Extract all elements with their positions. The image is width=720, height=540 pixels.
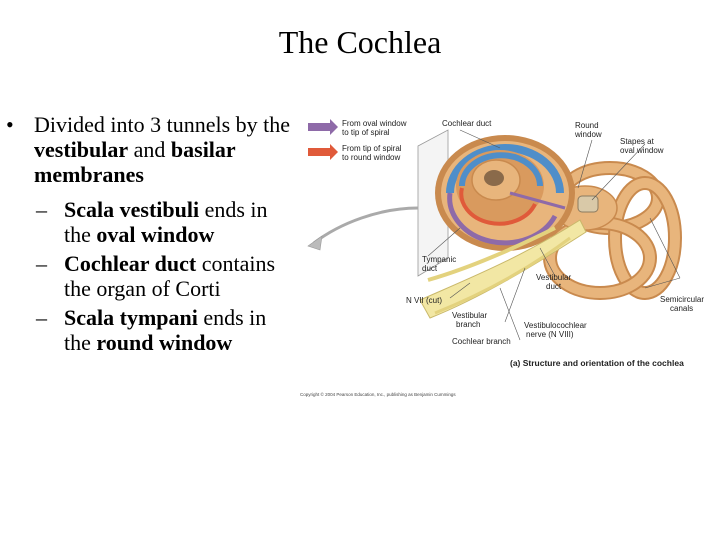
legend-label-2a: From tip of spiral: [342, 144, 402, 153]
bullet-item: • Divided into 3 tunnels by the vestibul…: [6, 112, 298, 187]
subbullet-text: ends in the: [64, 197, 268, 247]
section-plane: [307, 129, 449, 277]
subbullet-bold: Cochlear duct: [64, 251, 197, 276]
label-stapes-1: Stapes at: [620, 137, 655, 146]
bullet-bold-vestibular: vestibular: [34, 137, 129, 162]
cochlea-figure: From oval window to tip of spiral From t…: [300, 119, 704, 397]
label-cochlear-branch: Cochlear branch: [452, 337, 511, 346]
label-stapes-2: oval window: [620, 146, 664, 155]
label-vestibular-duct-1: Vestibular: [536, 273, 571, 282]
label-tympanic-2: duct: [422, 264, 438, 273]
bullet-marker: •: [6, 112, 14, 137]
label-vestibular-branch-1: Vestibular: [452, 311, 487, 320]
subbullet-text: ends in the: [64, 305, 267, 355]
stapes: [577, 195, 599, 213]
label-vestibular-branch-2: branch: [456, 320, 480, 329]
bullet-bold-basilar: basilar membranes: [34, 137, 236, 187]
subbullet-item: – Scala tympani ends in the round window: [6, 305, 298, 355]
figure-caption: (a) Structure and orientation of the coc…: [510, 358, 684, 368]
bullet-text: Divided into 3 tunnels by the: [34, 112, 291, 137]
subbullet-list: – Scala vestibuli ends in the oval windo…: [6, 197, 298, 355]
subbullet-bold: Scala tympani: [64, 305, 198, 330]
subbullet-bold-end: oval window: [96, 222, 215, 247]
subbullet-text: contains the organ of Corti: [64, 251, 276, 301]
subbullet-bold: Scala vestibuli: [64, 197, 200, 222]
label-vestibulocochlear-1: Vestibulocochlear: [524, 321, 587, 330]
cochlea-spiral: [435, 135, 575, 251]
vestibulocochlear-nerve: [419, 219, 587, 319]
legend: From oval window to tip of spiral From t…: [308, 119, 407, 162]
label-cochlear-duct: Cochlear duct: [442, 119, 492, 128]
bullet-text-and: and: [128, 137, 171, 162]
slide-title: The Cochlea: [278, 24, 442, 60]
legend-label-1b: to tip of spiral: [342, 128, 390, 137]
legend-arrow-red: [308, 144, 338, 160]
legend-label-2b: to round window: [342, 153, 400, 162]
leader-lines: [427, 129, 681, 341]
label-vestibular-duct-2: duct: [546, 282, 562, 291]
subbullet-marker: –: [36, 251, 47, 276]
subbullet-item: – Cochlear duct contains the organ of Co…: [6, 251, 298, 301]
label-round-window-1: Round: [575, 121, 599, 130]
label-tympanic-1: Tympanic: [422, 255, 456, 264]
subbullet-item: – Scala vestibuli ends in the oval windo…: [6, 197, 298, 247]
subbullet-bold-end: round window: [96, 330, 233, 355]
label-n7: N VII (cut): [406, 296, 442, 305]
copyright-text: Copyright © 2004 Pearson Education, Inc.…: [300, 391, 456, 397]
legend-label-1a: From oval window: [342, 119, 407, 128]
label-semicircular-2: canals: [670, 304, 693, 313]
bullet-list: • Divided into 3 tunnels by the vestibul…: [6, 112, 298, 359]
subbullet-marker: –: [36, 305, 47, 330]
label-semicircular-1: Semicircular: [660, 295, 704, 304]
label-round-window-2: window: [574, 130, 602, 139]
label-vestibulocochlear-2: nerve (N VIII): [526, 330, 574, 339]
legend-arrow-purple: [308, 119, 338, 135]
subbullet-marker: –: [36, 197, 47, 222]
figure-labels: Cochlear duct Round window Stapes at ova…: [300, 119, 704, 397]
